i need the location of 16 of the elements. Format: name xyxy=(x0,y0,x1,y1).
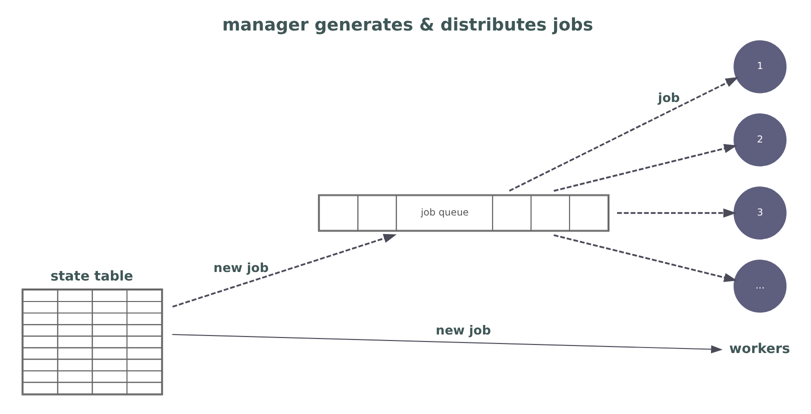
edge-label: job xyxy=(658,90,680,105)
arrow xyxy=(172,334,723,354)
node-circle: ... xyxy=(734,260,786,313)
arrow xyxy=(617,208,736,218)
node-circle: 2 xyxy=(734,113,786,166)
diagram-title: manager generates & distributes jobs xyxy=(222,16,594,36)
node-label: state table xyxy=(50,268,134,285)
node-text: workers xyxy=(729,341,790,358)
arrow xyxy=(554,144,738,192)
node-circle: 1 xyxy=(734,40,786,94)
node-circle: 3 xyxy=(734,186,786,240)
edge-label: new job xyxy=(214,260,269,276)
arrow xyxy=(554,234,738,282)
arrow xyxy=(509,76,739,192)
edge-label: new job xyxy=(436,322,491,338)
arrow xyxy=(172,234,397,308)
